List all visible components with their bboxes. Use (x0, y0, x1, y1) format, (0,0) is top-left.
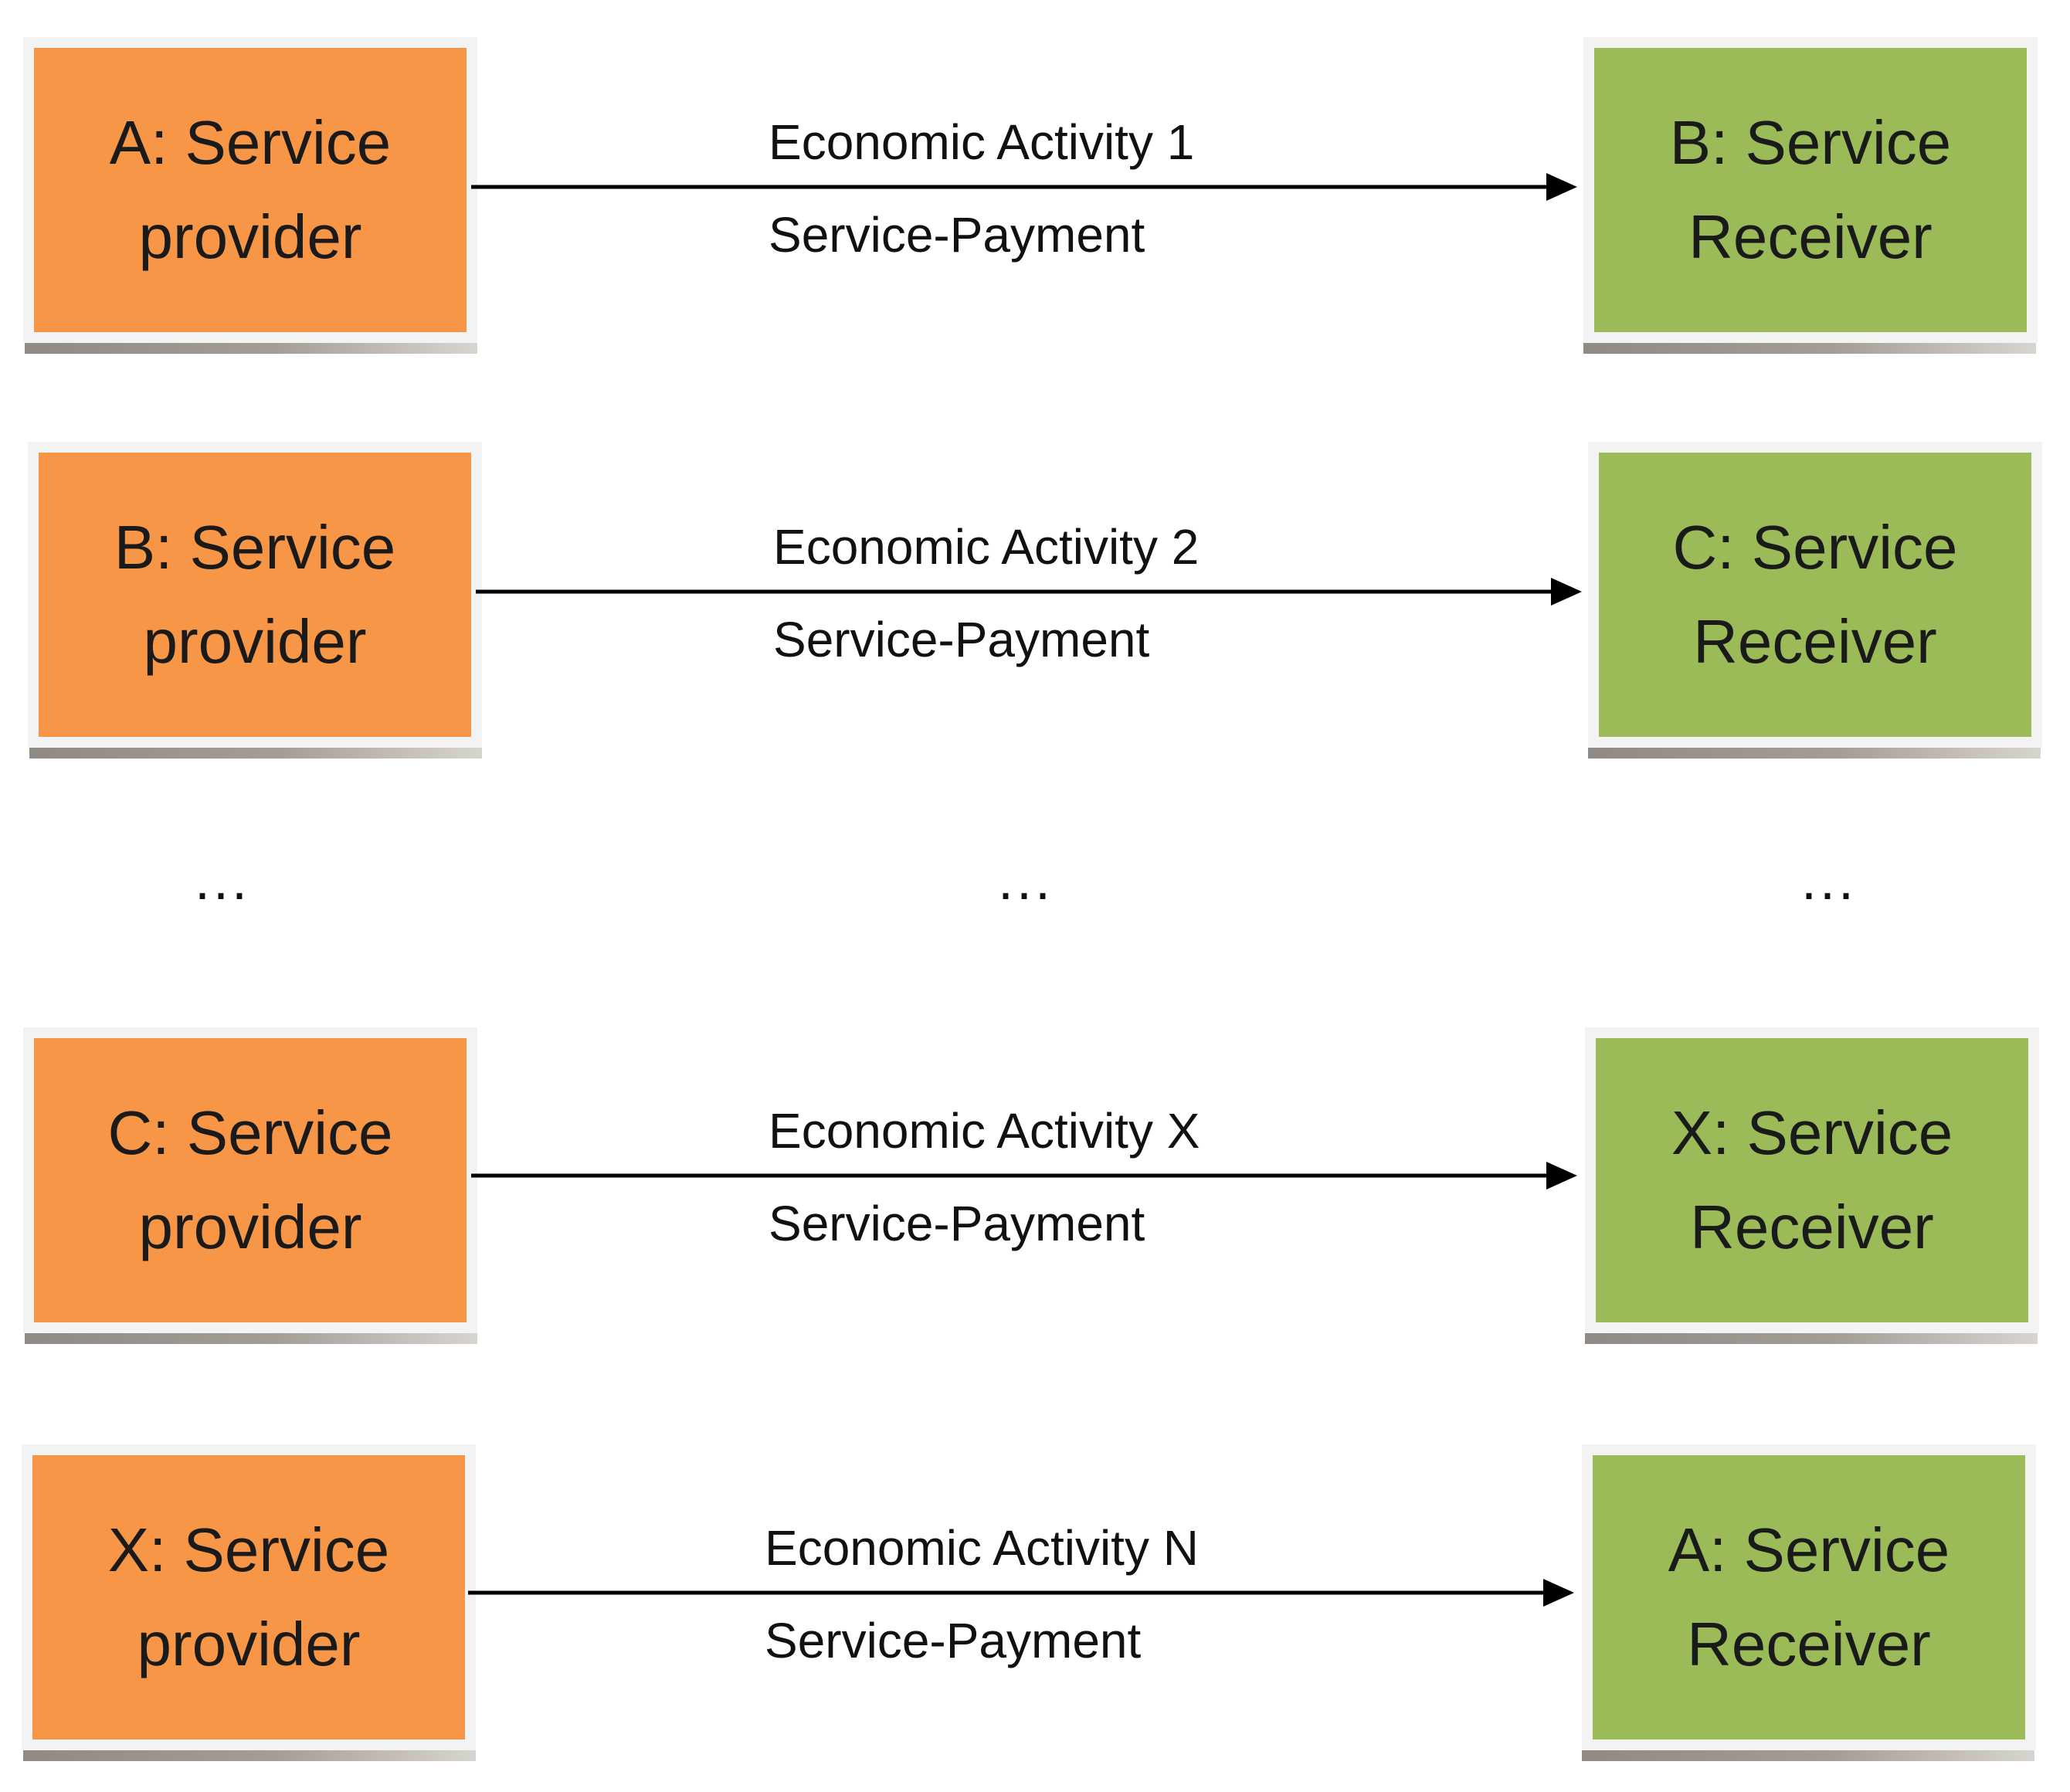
arrow-c-to-x (471, 1162, 1577, 1190)
arrow-a-to-b (471, 173, 1577, 201)
provider-label-line2: provider (137, 1610, 361, 1678)
payment-label: Service-Payment (765, 1613, 1142, 1668)
provider-shadow (29, 748, 482, 759)
provider-box-x: X: Service provider (22, 1444, 476, 1750)
provider-shadow (25, 343, 477, 354)
receiver-label-line2: Receiver (1693, 607, 1937, 676)
payment-label: Service-Payment (773, 612, 1150, 667)
receiver-box-x: X: Service Receiver (1585, 1027, 2039, 1333)
provider-label-line1: A: Service (109, 108, 392, 177)
provider-shadow (25, 1333, 477, 1344)
receiver-box-b: B: Service Receiver (1583, 37, 2038, 343)
arrow-b-to-c (476, 578, 1582, 606)
provider-label-line2: provider (143, 607, 367, 676)
receiver-shadow (1582, 1750, 2034, 1761)
provider-label-line2: provider (138, 202, 362, 271)
ellipsis-right: ... (1801, 850, 1858, 911)
receiver-label-line1: B: Service (1669, 108, 1952, 177)
provider-label-line1: C: Service (107, 1098, 393, 1167)
provider-shadow (23, 1750, 476, 1761)
provider-label-line1: B: Service (114, 513, 396, 582)
ellipsis-left: ... (195, 850, 251, 911)
receiver-shadow (1585, 1333, 2038, 1344)
provider-box-c: C: Service provider (23, 1027, 477, 1333)
activity-label: Economic Activity N (765, 1520, 1199, 1576)
receiver-shadow (1588, 748, 2041, 759)
receiver-box-a: A: Service Receiver (1582, 1444, 2036, 1750)
receiver-box-c: C: Service Receiver (1588, 442, 2042, 748)
provider-box-a: A: Service provider (23, 37, 477, 343)
activity-label: Economic Activity X (769, 1103, 1200, 1159)
receiver-label-line1: C: Service (1672, 513, 1958, 582)
provider-label-line2: provider (138, 1193, 362, 1261)
provider-box-b: B: Service provider (28, 442, 482, 748)
ellipsis-middle: ... (998, 850, 1054, 911)
activity-label: Economic Activity 2 (773, 519, 1200, 575)
receiver-label-line1: A: Service (1668, 1515, 1950, 1584)
receiver-label-line2: Receiver (1688, 202, 1933, 271)
receiver-label-line2: Receiver (1690, 1193, 1934, 1261)
provider-label-line1: X: Service (107, 1515, 390, 1584)
receiver-shadow (1583, 343, 2036, 354)
activity-label: Economic Activity 1 (769, 114, 1195, 170)
receiver-label-line2: Receiver (1687, 1610, 1931, 1678)
payment-label: Service-Payment (769, 1196, 1145, 1251)
arrow-x-to-a (468, 1579, 1574, 1607)
receiver-label-line1: X: Service (1671, 1098, 1953, 1167)
payment-label: Service-Payment (769, 207, 1145, 263)
